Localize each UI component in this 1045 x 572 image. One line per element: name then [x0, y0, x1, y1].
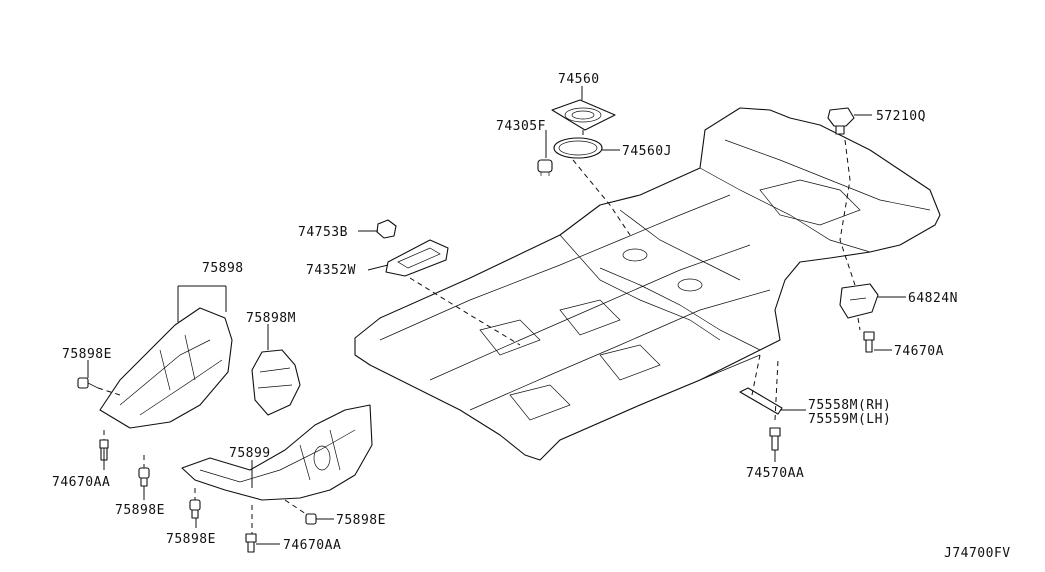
label-74570AA: 74570AA — [746, 466, 804, 481]
part-75898E-clip-left — [77, 377, 99, 389]
part-74305F-clip — [537, 159, 553, 176]
label-74560J: 74560J — [622, 144, 672, 159]
label-74670AA-bottom: 74670AA — [283, 538, 341, 553]
label-74352W: 74352W — [306, 263, 356, 278]
label-75898E-mid: 75898E — [115, 503, 165, 518]
label-75898E-bottom: 75898E — [166, 532, 216, 547]
part-64824N-bracket — [839, 283, 879, 319]
part-74352W-bracket — [385, 239, 449, 277]
part-74670AA-bolt-bottom — [245, 533, 257, 553]
label-74670A: 74670A — [894, 344, 944, 359]
label-75899: 75899 — [229, 446, 271, 461]
label-64824N: 64824N — [908, 291, 958, 306]
drawing-code: J74700FV — [944, 546, 1011, 561]
part-74570AA-bolt — [769, 427, 781, 451]
label-74560: 74560 — [558, 72, 600, 87]
part-75898-shield — [99, 307, 233, 429]
part-75898E-clip-mid — [138, 467, 150, 487]
part-75899-undercover — [181, 404, 373, 501]
label-75898: 75898 — [202, 261, 244, 276]
part-74560J-seal — [553, 137, 603, 159]
part-75558M-strap — [739, 387, 783, 415]
label-75898E-left: 75898E — [62, 347, 112, 362]
part-75898M-shield — [251, 349, 301, 416]
label-75898M: 75898M — [246, 311, 296, 326]
label-75559M: 75559M(LH) — [808, 412, 891, 427]
label-74753B: 74753B — [298, 225, 348, 240]
part-57210Q-grommet — [827, 107, 855, 135]
part-75898E-clip-bottom — [189, 499, 201, 519]
label-74305F: 74305F — [496, 119, 546, 134]
part-75898E-clip-right — [305, 513, 317, 525]
label-75898E-right: 75898E — [336, 513, 386, 528]
leader-lines — [87, 86, 906, 545]
labels: 74560 74305F 74560J 57210Q 74753B 74352W… — [52, 72, 1011, 561]
label-75558M: 75558M(RH) — [808, 398, 891, 413]
part-74560-cap — [551, 99, 616, 131]
dashed-locators — [97, 130, 861, 534]
label-74670AA-left: 74670AA — [52, 475, 110, 490]
label-57210Q: 57210Q — [876, 109, 926, 124]
part-74670A-bolt — [863, 331, 875, 353]
floor-panel — [354, 107, 941, 461]
part-74753B-nut — [376, 219, 397, 239]
